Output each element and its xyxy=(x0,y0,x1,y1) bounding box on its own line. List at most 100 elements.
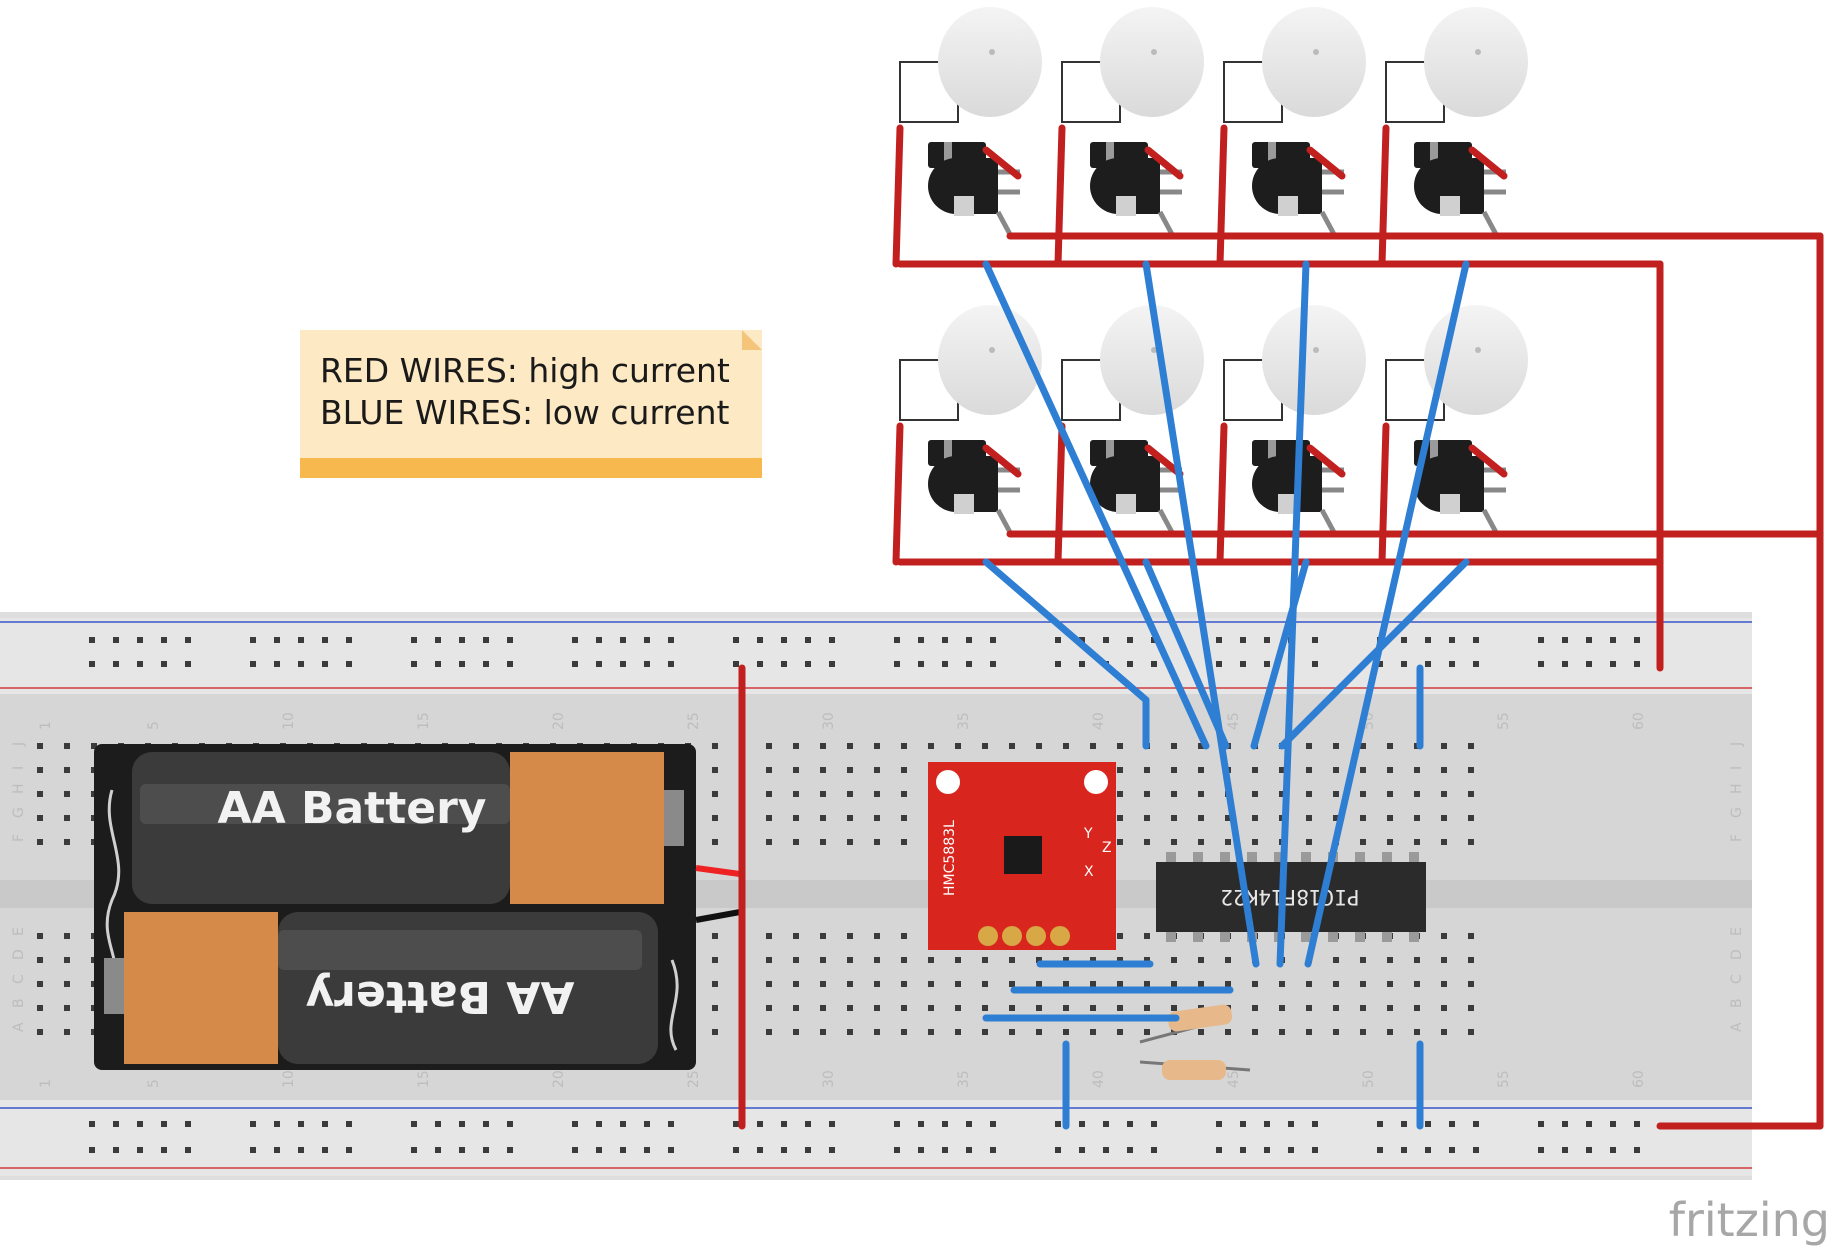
breadboard-hole xyxy=(1252,767,1258,773)
breadboard-hole xyxy=(1240,1147,1246,1153)
sensor-axis-x: X xyxy=(1084,864,1094,880)
breadboard-hole xyxy=(1264,1147,1270,1153)
breadboard-hole xyxy=(712,1005,718,1011)
breadboard-hole xyxy=(250,637,256,643)
breadboard-hole xyxy=(793,839,799,845)
motor-shaft xyxy=(1475,49,1481,55)
breadboard-hole xyxy=(1117,1029,1123,1035)
breadboard-hole xyxy=(1414,815,1420,821)
breadboard-hole xyxy=(435,661,441,667)
note-line-2: BLUE WIRES: low current xyxy=(320,393,730,432)
breadboard-hole xyxy=(596,1121,602,1127)
breadboard-hole xyxy=(89,1147,95,1153)
breadboard-hole xyxy=(1360,767,1366,773)
breadboard-hole xyxy=(298,637,304,643)
breadboard-hole xyxy=(161,1147,167,1153)
breadboard-hole xyxy=(805,661,811,667)
breadboard-hole xyxy=(1449,1147,1455,1153)
breadboard-hole xyxy=(1151,661,1157,667)
breadboard-hole xyxy=(1198,981,1204,987)
breadboard-hole xyxy=(982,957,988,963)
breadboard-hole xyxy=(1449,1121,1455,1127)
breadboard-hole xyxy=(1425,661,1431,667)
breadboard-hole xyxy=(1441,981,1447,987)
breadboard-hole xyxy=(990,1147,996,1153)
breadboard-hole xyxy=(1468,957,1474,963)
breadboard-hole xyxy=(1036,1005,1042,1011)
breadboard-hole xyxy=(137,637,143,643)
breadboard-hole xyxy=(1449,637,1455,643)
breadboard-hole xyxy=(1264,637,1270,643)
breadboard-hole xyxy=(982,981,988,987)
breadboard-hole xyxy=(829,661,835,667)
breadboard-hole xyxy=(644,637,650,643)
breadboard-hole xyxy=(1151,1121,1157,1127)
breadboard-hole xyxy=(966,1121,972,1127)
breadboard-hole xyxy=(1036,1029,1042,1035)
breadboard-hole xyxy=(766,815,772,821)
breadboard-hole xyxy=(1377,1121,1383,1127)
breadboard-hole xyxy=(1441,815,1447,821)
row-letter: I xyxy=(11,766,27,770)
breadboard-hole xyxy=(1117,743,1123,749)
breadboard-hole xyxy=(1425,1147,1431,1153)
breadboard-hole xyxy=(1127,637,1133,643)
breadboard-hole xyxy=(820,815,826,821)
breadboard-hole xyxy=(1586,1147,1592,1153)
breadboard-hole xyxy=(1333,791,1339,797)
breadboard-hole xyxy=(757,661,763,667)
breadboard-hole xyxy=(1387,1029,1393,1035)
breadboard-hole xyxy=(901,743,907,749)
breadboard-hole xyxy=(820,743,826,749)
breadboard-hole xyxy=(1225,981,1231,987)
breadboard-hole xyxy=(1055,1147,1061,1153)
transistor xyxy=(928,158,998,214)
breadboard-hole xyxy=(793,933,799,939)
breadboard-hole xyxy=(942,637,948,643)
breadboard-hole xyxy=(1127,1121,1133,1127)
breadboard-hole xyxy=(37,1005,43,1011)
breadboard-hole xyxy=(918,1147,924,1153)
breadboard-hole xyxy=(1377,1147,1383,1153)
breadboard-hole xyxy=(1441,767,1447,773)
breadboard-hole xyxy=(1144,1029,1150,1035)
breadboard-hole xyxy=(966,661,972,667)
breadboard-hole xyxy=(1264,1121,1270,1127)
breadboard-hole xyxy=(874,839,880,845)
chip-pin xyxy=(1220,852,1230,862)
breadboard-hole xyxy=(928,981,934,987)
breadboard-hole xyxy=(250,661,256,667)
breadboard-hole xyxy=(966,1147,972,1153)
breadboard-hole xyxy=(1103,1147,1109,1153)
breadboard-hole xyxy=(435,1121,441,1127)
breadboard-hole xyxy=(1279,1005,1285,1011)
breadboard-hole xyxy=(894,637,900,643)
breadboard-hole xyxy=(1312,637,1318,643)
breadboard-hole xyxy=(1468,743,1474,749)
breadboard-hole xyxy=(137,661,143,667)
breadboard-hole xyxy=(1634,637,1640,643)
breadboard-hole xyxy=(1198,791,1204,797)
breadboard-hole xyxy=(793,981,799,987)
breadboard-hole xyxy=(322,661,328,667)
breadboard-hole xyxy=(1468,815,1474,821)
breadboard-hole xyxy=(1441,1005,1447,1011)
breadboard-hole xyxy=(955,1029,961,1035)
breadboard-hole xyxy=(1009,957,1015,963)
chip-pin xyxy=(1301,852,1311,862)
diode-band xyxy=(1106,142,1114,168)
low-current-wire xyxy=(982,558,1150,704)
sensor-chip xyxy=(1004,836,1042,874)
breadboard-hole xyxy=(874,815,880,821)
breadboard-hole xyxy=(942,1121,948,1127)
motor-shaft xyxy=(1151,347,1157,353)
diode-band xyxy=(1268,142,1276,168)
breadboard-hole xyxy=(1360,981,1366,987)
breadboard-hole xyxy=(137,1147,143,1153)
transistor-mark xyxy=(1278,494,1298,514)
breadboard-hole xyxy=(874,1005,880,1011)
motor-shaft xyxy=(1313,347,1319,353)
breadboard-hole xyxy=(1562,637,1568,643)
breadboard-hole xyxy=(1360,1005,1366,1011)
breadboard-hole xyxy=(1216,637,1222,643)
